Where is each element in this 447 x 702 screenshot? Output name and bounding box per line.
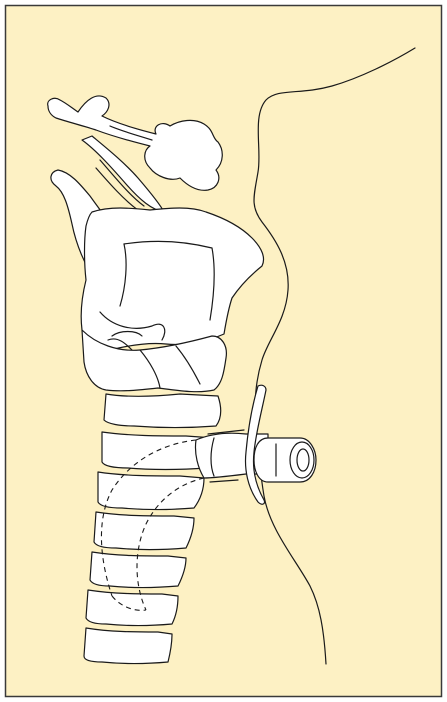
tracheal-ring-3 xyxy=(98,472,204,510)
tracheal-ring-6 xyxy=(86,590,178,626)
tracheal-ring-1 xyxy=(104,394,221,428)
tracheal-ring-7 xyxy=(84,628,172,664)
tracheal-ring-4 xyxy=(94,512,194,550)
connector-lumen xyxy=(297,449,309,471)
tracheostomy-tube-connector xyxy=(254,438,316,482)
